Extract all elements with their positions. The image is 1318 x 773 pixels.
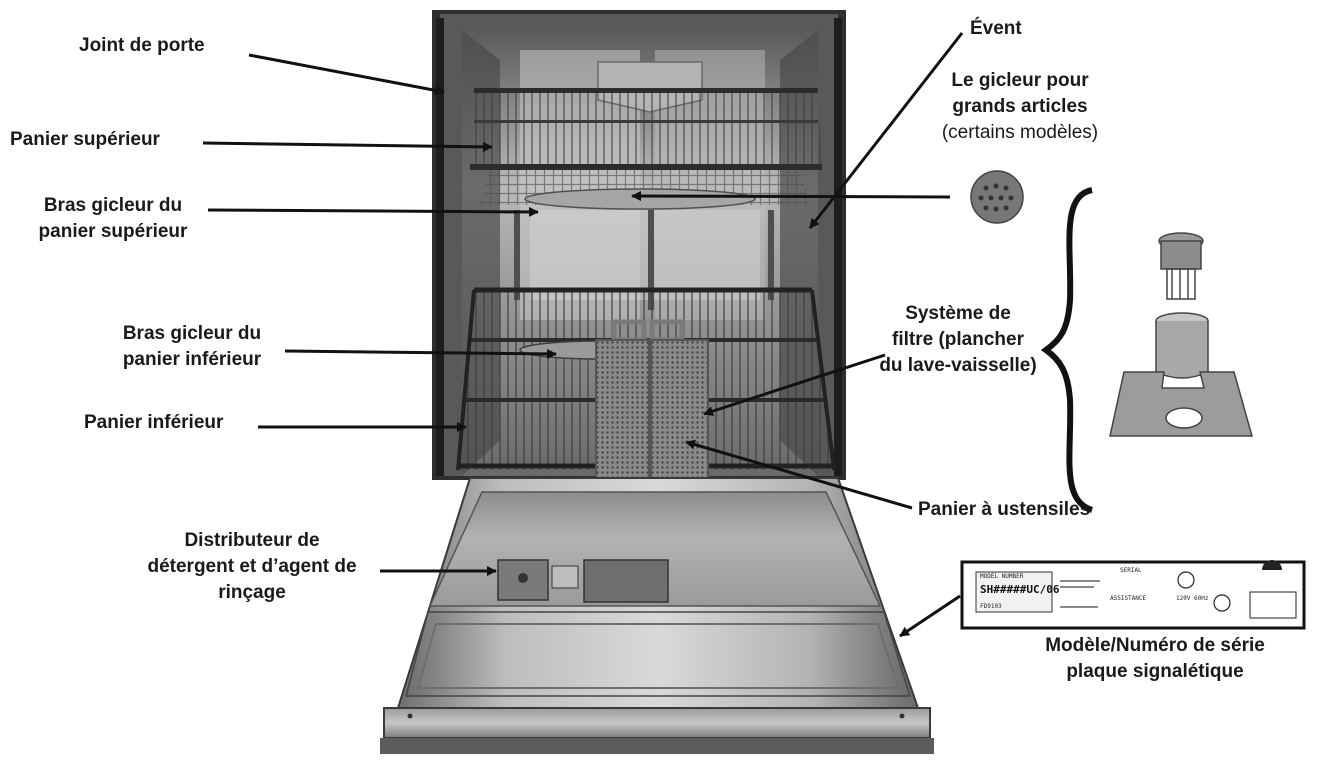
dishwasher-body	[380, 10, 934, 754]
label-rating-plate: Modèle/Numéro de série plaque signalétiq…	[1010, 633, 1300, 685]
plate-model-number: SH#####UC/06	[980, 583, 1060, 596]
filter-parts-graphic	[1109, 232, 1253, 437]
label-dispenser: Distributeur de détergent et d’agent de …	[132, 528, 372, 606]
callout-rating-plate	[899, 594, 961, 638]
label-rating-plate-line-2: plaque signalétique	[1066, 661, 1244, 682]
label-filter-system-line-1: Système de	[905, 303, 1011, 324]
dispenser-graphic	[497, 559, 669, 603]
label-tall-item-sprayer-line-1: Le gicleur pour	[951, 70, 1089, 91]
label-rating-plate-line-1: Modèle/Numéro de série	[1045, 635, 1265, 656]
label-lower-spray-arm-line-1: Bras gicleur du	[122, 323, 262, 344]
callout-door-seal	[248, 53, 445, 96]
label-lower-spray-arm-line-2: panier inférieur	[122, 349, 262, 370]
label-filter-system-line-2: filtre (plancher	[892, 329, 1024, 350]
label-tall-item-sprayer-line-3: (certains modèles)	[941, 122, 1099, 143]
plate-row-1: MODEL NUMBER	[980, 573, 1024, 580]
upper-spray-arm-graphic	[524, 188, 756, 210]
plate-row-3: ASSISTANCE	[1110, 595, 1147, 602]
label-dispenser-line-3: rinçage	[218, 582, 286, 603]
label-lower-rack: Panier inférieur	[84, 412, 224, 433]
upper-rack-graphic	[470, 88, 822, 205]
label-silverware-basket: Panier à ustensiles	[918, 499, 1091, 520]
plate-row-2: SERIAL	[1120, 567, 1142, 574]
label-door-seal: Joint de porte	[79, 35, 205, 56]
label-upper-spray-arm-line-1: Bras gicleur du	[43, 195, 183, 216]
label-tall-item-sprayer-line-2: grands articles	[952, 96, 1088, 117]
tall-item-sprayer-graphic	[970, 170, 1024, 224]
callout-lower-spray-arm	[284, 348, 557, 359]
silverware-basket-graphic	[595, 319, 709, 499]
label-tall-item-sprayer: Le gicleur pour grands articles (certain…	[920, 68, 1120, 146]
callout-tall-item-sprayer	[631, 191, 951, 202]
open-door-graphic	[380, 477, 934, 754]
callout-filter-system	[703, 353, 886, 416]
callout-silverware-basket	[685, 439, 913, 510]
label-upper-spray-arm-line-2: panier supérieur	[38, 221, 188, 242]
plate-row-4: 120V 60Hz	[1176, 595, 1209, 602]
label-upper-rack: Panier supérieur	[10, 129, 160, 150]
label-dispenser-line-2: détergent et d’agent de	[147, 556, 357, 577]
callout-lines	[202, 32, 964, 638]
label-lower-spray-arm: Bras gicleur du panier inférieur	[108, 321, 276, 373]
label-filter-system-line-3: du lave-vaisselle)	[879, 355, 1037, 376]
grouping-brace	[1040, 187, 1094, 513]
label-upper-spray-arm: Bras gicleur du panier supérieur	[30, 193, 196, 245]
label-dispenser-line-1: Distributeur de	[184, 530, 320, 551]
label-vent: Évent	[970, 18, 1022, 39]
callout-upper-spray-arm	[207, 206, 539, 217]
label-filter-system: Système de filtre (plancher du lave-vais…	[860, 301, 1056, 379]
callout-upper-rack	[202, 141, 493, 152]
rating-plate-graphic: SH#####UC/06 FD9103 MODEL NUMBER SERIAL …	[960, 560, 1306, 630]
plate-serial-number: FD9103	[980, 603, 1002, 610]
